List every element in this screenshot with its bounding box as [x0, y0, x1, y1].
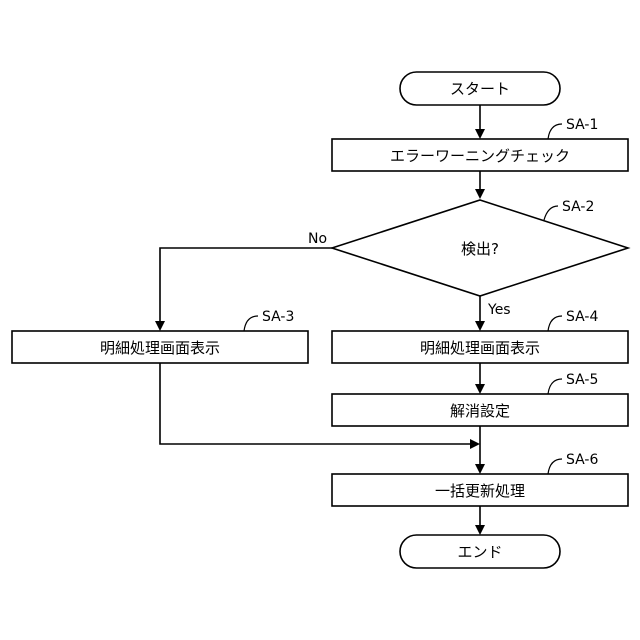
process-sa1: エラーワーニングチェック	[332, 139, 628, 171]
sa1-id: SA-1	[566, 117, 598, 133]
process-sa5: 解消設定	[332, 394, 628, 426]
branch-yes-path: Yes	[475, 296, 511, 331]
start-node: スタート	[400, 72, 560, 105]
step-id-sa3: SA-3	[244, 309, 294, 331]
sa5-label: 解消設定	[450, 402, 510, 420]
step-id-sa1: SA-1	[548, 117, 598, 139]
sa4-label: 明細処理画面表示	[420, 339, 540, 357]
step-id-sa5: SA-5	[548, 372, 598, 394]
process-sa6: 一括更新処理	[332, 474, 628, 506]
sa3-label: 明細処理画面表示	[100, 339, 220, 357]
arrow-sa1-to-sa2	[475, 171, 485, 199]
sa6-id: SA-6	[566, 452, 598, 468]
branch-no-path: No	[155, 231, 332, 331]
arrow-start-to-sa1	[475, 105, 485, 139]
end-node: エンド	[400, 535, 560, 568]
sa2-id: SA-2	[562, 199, 594, 215]
branch-yes-label: Yes	[487, 302, 511, 318]
sa3-id: SA-3	[262, 309, 294, 325]
arrow-sa4-to-sa5	[475, 363, 485, 394]
sa5-id: SA-5	[566, 372, 598, 388]
end-label: エンド	[457, 543, 502, 561]
arrow-sa6-to-end	[475, 506, 485, 535]
sa4-id: SA-4	[566, 309, 598, 325]
step-id-sa4: SA-4	[548, 309, 598, 331]
step-id-sa6: SA-6	[548, 452, 598, 474]
step-id-sa2: SA-2	[544, 199, 594, 220]
start-label: スタート	[450, 80, 510, 98]
sa6-label: 一括更新処理	[435, 482, 525, 500]
sa1-label: エラーワーニングチェック	[390, 147, 570, 165]
sa2-label: 検出?	[461, 240, 499, 258]
branch-no-label: No	[308, 231, 327, 247]
process-sa4: 明細処理画面表示	[332, 331, 628, 363]
process-sa3: 明細処理画面表示	[12, 331, 308, 363]
arrow-sa5-to-sa6	[475, 426, 485, 474]
